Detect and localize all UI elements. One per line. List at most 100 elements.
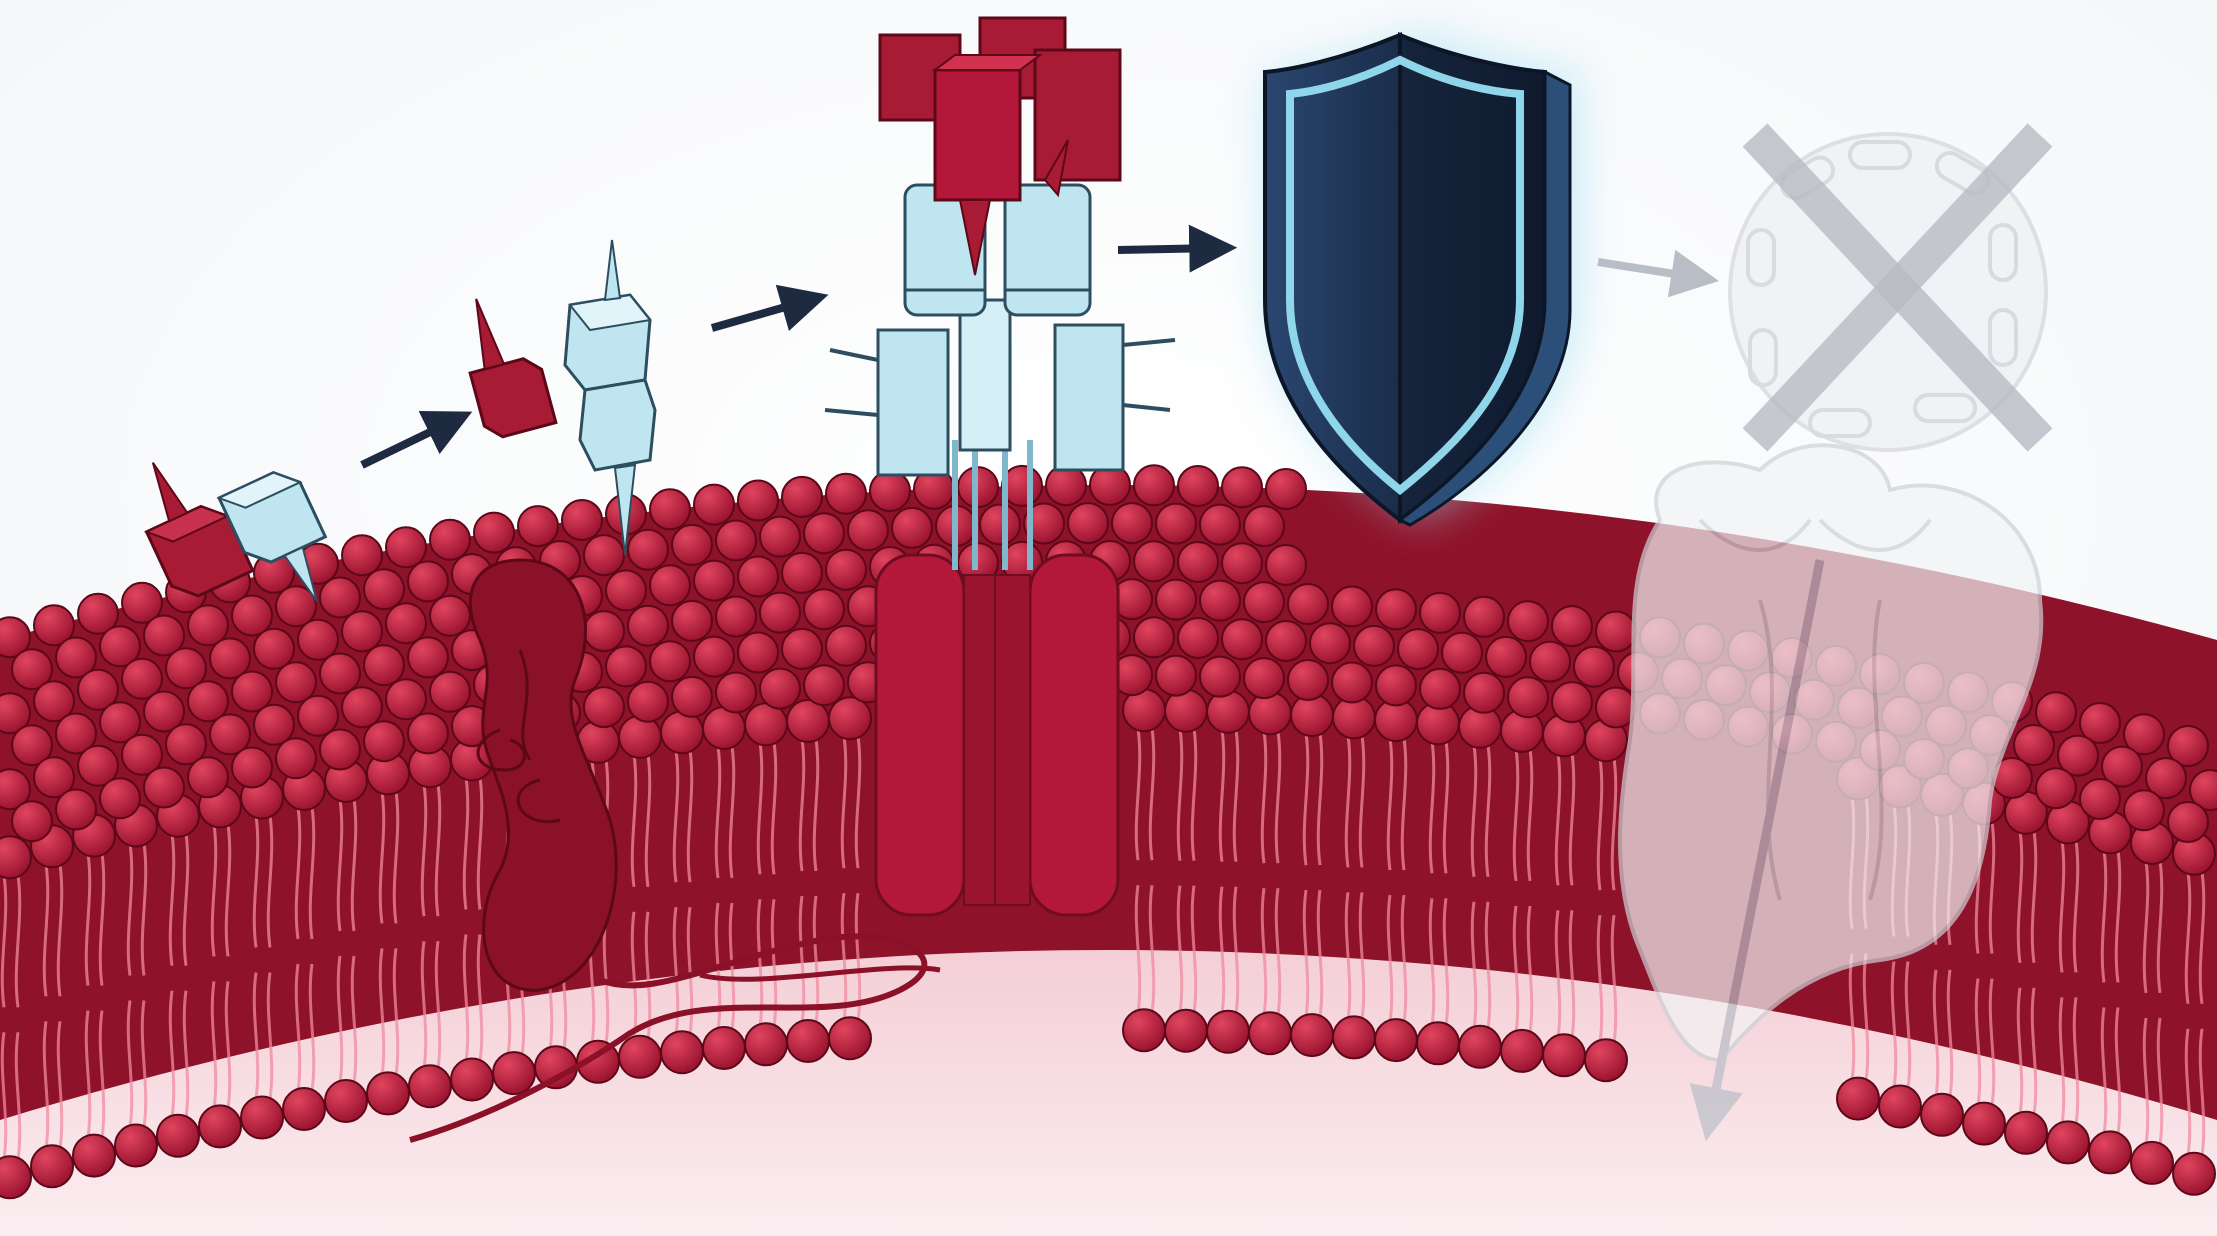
lipid-head [1332, 587, 1372, 627]
lipid-head [826, 550, 866, 590]
lipid-head [1134, 541, 1174, 581]
lipid-head [745, 1023, 787, 1065]
arrow-step-3 [1118, 248, 1218, 250]
lipid-head [0, 1156, 31, 1198]
lipid-head [628, 682, 668, 722]
lipid-head [144, 768, 184, 808]
lipid-head [1332, 663, 1372, 703]
lipid-head [738, 481, 778, 521]
lipid-head [2173, 1153, 2215, 1195]
lipid-head [298, 620, 338, 660]
lipid-head [1464, 597, 1504, 637]
lipid-head [1459, 1026, 1501, 1068]
lipid-head [1585, 1039, 1627, 1081]
lipid-head [782, 629, 822, 669]
lipid-head [650, 489, 690, 529]
lipid-head [1543, 1034, 1585, 1076]
lipid-head [760, 593, 800, 633]
lipid-head [584, 687, 624, 727]
lipid-head [1552, 606, 1592, 646]
lipid-head [980, 505, 1020, 545]
lipid-head [386, 679, 426, 719]
lipid-head [716, 673, 756, 713]
lipid-head [1207, 1011, 1249, 1053]
lipid-head [408, 561, 448, 601]
lipid-head [241, 1097, 283, 1139]
lipid-head [804, 665, 844, 705]
lipid-head [584, 535, 624, 575]
lipid-head [1156, 504, 1196, 544]
lipid-head [628, 530, 668, 570]
lipid-head [782, 477, 822, 517]
lipid-head [493, 1052, 535, 1094]
lipid-head [738, 633, 778, 673]
lipid-head [716, 597, 756, 637]
lipid-head [1354, 626, 1394, 666]
lipid-head [1207, 691, 1249, 733]
lipid-head [276, 738, 316, 778]
lipid-head [320, 578, 360, 618]
lipid-head [1464, 673, 1504, 713]
lipid-head [1178, 542, 1218, 582]
lipid-head [276, 662, 316, 702]
lipid-head [2047, 1121, 2089, 1163]
lipid-head [1376, 665, 1416, 705]
lipid-head [409, 1065, 451, 1107]
lipid-head [1178, 466, 1218, 506]
lipid-head [430, 520, 470, 560]
lipid-head [367, 1072, 409, 1114]
lipid-head [650, 641, 690, 681]
lipid-head [1068, 503, 1108, 543]
lipid-head [716, 521, 756, 561]
lipid-head [325, 1080, 367, 1122]
lipid-head [2005, 1112, 2047, 1154]
lipid-head [2131, 1142, 2173, 1184]
lipid-head [1376, 589, 1416, 629]
lipid-head [1244, 658, 1284, 698]
lipid-head [364, 721, 404, 761]
lipid-head [804, 589, 844, 629]
lipid-head [1417, 1022, 1459, 1064]
lipid-head [342, 687, 382, 727]
lipid-head [826, 626, 866, 666]
lipid-head [364, 645, 404, 685]
lipid-head [1244, 582, 1284, 622]
lipid-head [1200, 581, 1240, 621]
lipid-head [408, 713, 448, 753]
lipid-head [232, 748, 272, 788]
lipid-head [408, 637, 448, 677]
lipid-head [1134, 617, 1174, 657]
lipid-head [73, 1135, 115, 1177]
lipid-head [1222, 467, 1262, 507]
lipid-head [606, 646, 646, 686]
lipid-head [619, 1036, 661, 1078]
lipid-head [606, 570, 646, 610]
lipid-head [826, 474, 866, 514]
lipid-head [12, 801, 52, 841]
lipid-head [342, 535, 382, 575]
lipid-head [1310, 623, 1350, 663]
lipid-head [430, 672, 470, 712]
lipid-head [2168, 802, 2208, 842]
lipid-head [1134, 465, 1174, 505]
lipid-head [188, 757, 228, 797]
lipid-head [1420, 593, 1460, 633]
lipid-head [787, 1020, 829, 1062]
lipid-head [2089, 1131, 2131, 1173]
lipid-head [703, 1027, 745, 1069]
lipid-head [298, 696, 338, 736]
lipid-head [1200, 657, 1240, 697]
lipid-head [672, 525, 712, 565]
lipid-head [1486, 637, 1526, 677]
lipid-head [1156, 580, 1196, 620]
lipid-head [283, 1088, 325, 1130]
lipid-head [829, 1017, 871, 1059]
lipid-head [1291, 1014, 1333, 1056]
lipid-head [1508, 677, 1548, 717]
lipid-head [2080, 779, 2120, 819]
lipid-head [115, 1125, 157, 1167]
lipid-head [661, 711, 703, 753]
lipid-head [1574, 647, 1614, 687]
lipid-head [1249, 692, 1291, 734]
lipid-head [518, 506, 558, 546]
